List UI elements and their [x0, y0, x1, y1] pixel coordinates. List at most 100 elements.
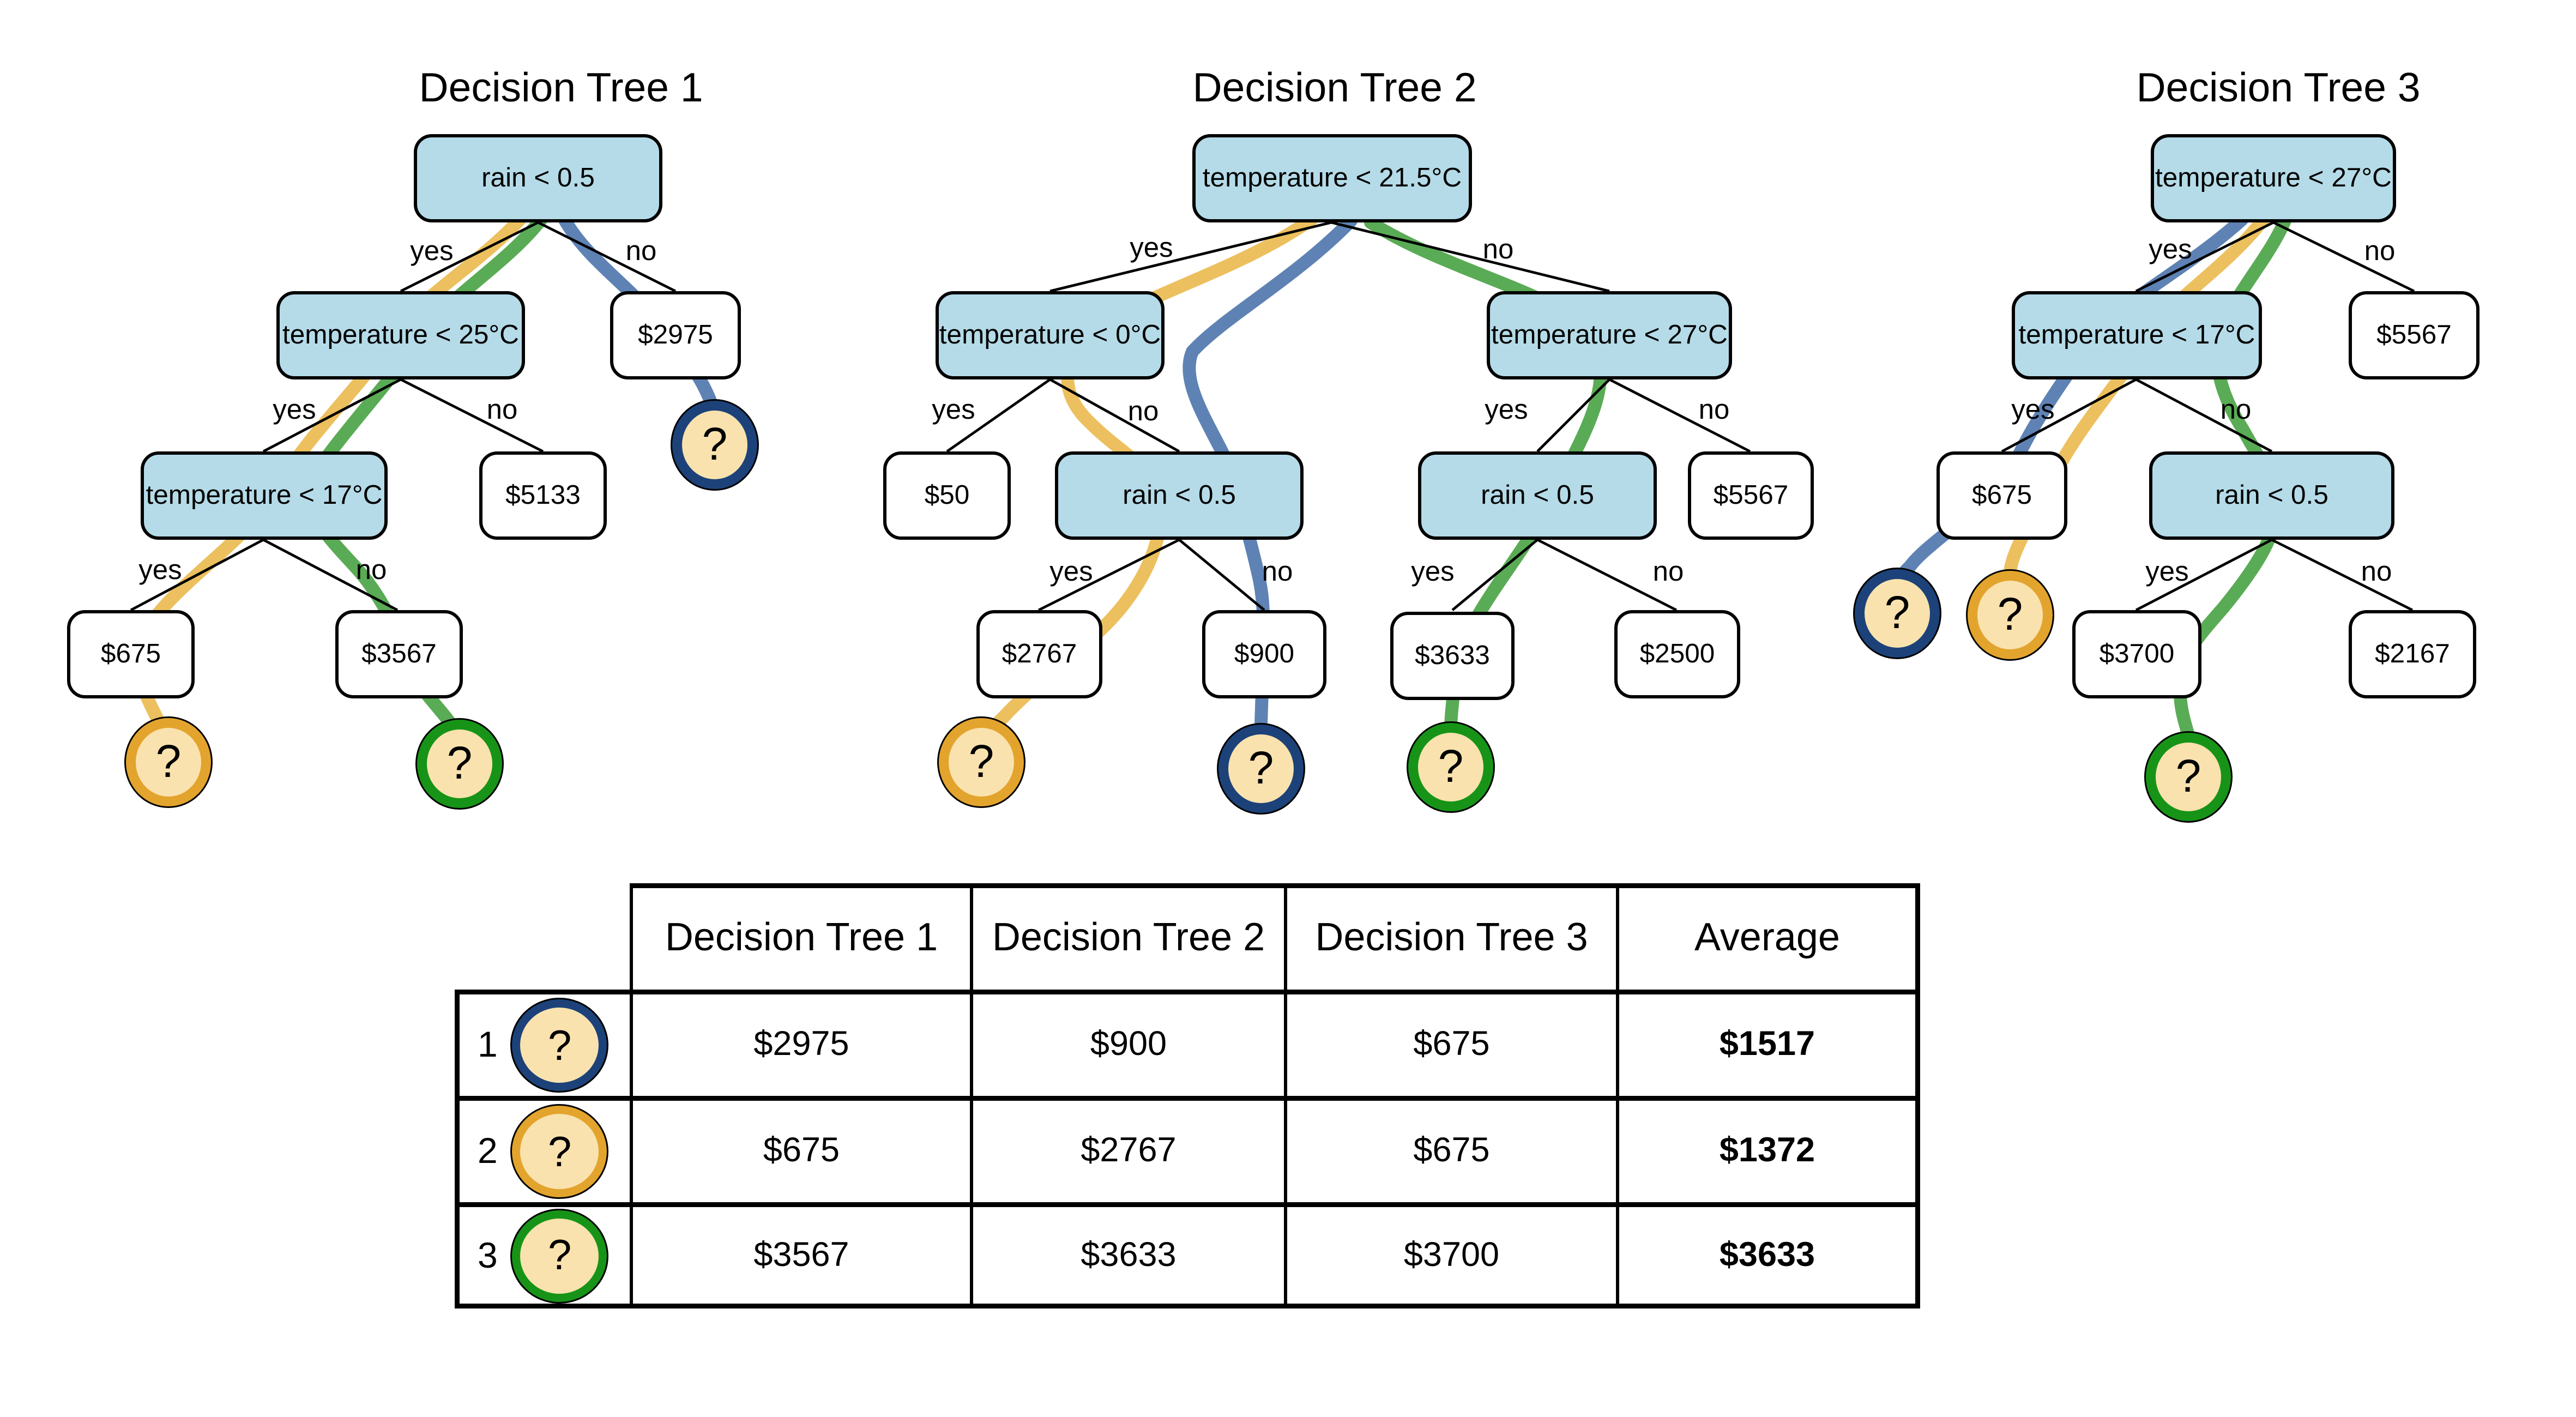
edge-line [130, 538, 264, 612]
tree1-edge-label-no: no [625, 236, 657, 267]
row-index: 2 [478, 1130, 498, 1171]
tree1-node-rain: rain < 0.5 [414, 134, 662, 222]
table-header-tree1: Decision Tree 1 [630, 883, 970, 990]
tree2-leaf-50: $50 [883, 451, 1011, 540]
edge-line [262, 378, 402, 453]
edge-line [1178, 539, 1265, 611]
tree2-edge-label-no: no [1698, 394, 1730, 425]
tree3-sample3-circle: ? [2146, 733, 2231, 821]
edge-line [946, 378, 1051, 453]
tree3-leaf-3700: $3700 [2072, 610, 2201, 698]
cell-r3-tree2: $3633 [970, 1202, 1284, 1309]
tree1-node-temp17: temperature < 17°C [141, 451, 388, 540]
edge-line [1037, 538, 1180, 612]
edge-line [400, 221, 539, 293]
tree3-sample1-circle: ? [1855, 569, 1940, 658]
tree2-edge-label-yes: yes [1130, 232, 1173, 263]
tree2-title: Decision Tree 2 [1192, 65, 1477, 111]
tree1-title: Decision Tree 1 [419, 65, 703, 111]
cell-r3-average: $3633 [1616, 1202, 1920, 1309]
tree2-leaf-5567: $5567 [1688, 451, 1814, 540]
tree3-edge-label-yes: yes [2011, 394, 2055, 425]
tree1-leaf-675: $675 [67, 610, 195, 698]
tree1-edge-label-yes: yes [138, 554, 182, 586]
tree2-sample1-circle: ? [1218, 725, 1304, 813]
tree1-edge-label-yes: yes [410, 236, 454, 267]
table-corner-blank [455, 883, 630, 990]
edge-line [1608, 378, 1751, 453]
tree2-node-rain-left: rain < 0.5 [1055, 451, 1304, 540]
tree2-node-temp215: temperature < 21.5°C [1192, 134, 1472, 222]
table-rowhead-1: 1 ? [455, 990, 630, 1096]
cell-r1-tree1: $2975 [630, 990, 970, 1096]
cell-r2-tree2: $2767 [970, 1096, 1284, 1202]
tree3-node-temp17: temperature < 17°C [2012, 291, 2262, 379]
row1-sample1-marker: ? [512, 999, 607, 1091]
tree1-sample3-circle: ? [417, 720, 502, 808]
tree2-edge-label-no: no [1262, 556, 1293, 587]
edge-line [2135, 221, 2275, 293]
edge-line [2272, 221, 2415, 293]
row3-sample3-marker: ? [512, 1209, 607, 1301]
tree3-node-rain: rain < 0.5 [2149, 451, 2394, 540]
tree1-leaf-2975: $2975 [610, 291, 741, 379]
table-header-tree2: Decision Tree 2 [970, 883, 1284, 990]
edge-line [2135, 538, 2273, 612]
tree2-leaf-2767: $2767 [976, 610, 1102, 698]
tree3-edge-label-no: no [2364, 236, 2396, 267]
tree1-edge-label-no: no [355, 554, 387, 586]
tree2-edge-label-no: no [1127, 396, 1159, 427]
tree2-node-temp0: temperature < 0°C [936, 291, 1165, 379]
cell-r2-tree3: $675 [1284, 1096, 1616, 1202]
tree3-leaf-2167: $2167 [2349, 610, 2476, 698]
edge-line [1536, 378, 1610, 453]
cell-r2-tree1: $675 [630, 1096, 970, 1202]
cell-r1-average: $1517 [1616, 990, 1920, 1096]
tree3-edge-label-no: no [2220, 394, 2252, 425]
edge-line [1049, 378, 1180, 453]
tree1-node-temp25: temperature < 25°C [276, 291, 525, 379]
tree2-leaf-3633: $3633 [1390, 612, 1515, 700]
edge-line [1536, 538, 1678, 612]
tree2-edge-label-yes: yes [1485, 394, 1528, 425]
tree2-edge-label-yes: yes [932, 394, 975, 425]
table-rowhead-2: 2 ? [455, 1096, 630, 1202]
cell-r2-average: $1372 [1616, 1096, 1920, 1202]
tree3-sample2-circle: ? [1968, 571, 2053, 659]
edge-line [1049, 221, 1332, 293]
row2-sample2-marker: ? [512, 1106, 607, 1197]
tree2-node-rain-right: rain < 0.5 [1418, 451, 1657, 540]
edge-line [400, 378, 544, 453]
edge-line [2271, 538, 2414, 612]
edge-line [2135, 378, 2273, 453]
tree3-sample1-path-blue [1891, 213, 2249, 589]
tree2-leaf-900: $900 [1202, 610, 1326, 698]
table-rowhead-3: 3 ? [455, 1202, 630, 1309]
tree3-edge-label-yes: yes [2145, 556, 2189, 587]
tree1-edge-label-yes: yes [273, 394, 316, 425]
edge-line [1451, 539, 1539, 611]
edge-line [262, 538, 399, 612]
row-index: 1 [478, 1024, 498, 1065]
edge-line [537, 221, 677, 293]
tree2-sample3-circle: ? [1408, 723, 1493, 811]
tree1-sample2-circle: ? [126, 718, 211, 806]
tree2-edge-label-no: no [1482, 234, 1514, 265]
tree3-leaf-675: $675 [1936, 451, 2067, 540]
table-header-tree3: Decision Tree 3 [1284, 883, 1616, 990]
edge-line [2001, 378, 2137, 453]
cell-r1-tree2: $900 [970, 990, 1284, 1096]
cell-r1-tree3: $675 [1284, 990, 1616, 1096]
tree3-edge-label-no: no [2361, 556, 2392, 587]
results-table: Decision Tree 1 Decision Tree 2 Decision… [455, 883, 1920, 1309]
tree1-edge-label-no: no [486, 394, 518, 425]
cell-r3-tree3: $3700 [1284, 1202, 1616, 1309]
tree2-edge-label-no: no [1652, 556, 1684, 587]
tree3-leaf-5567: $5567 [2349, 291, 2480, 379]
tree1-leaf-3567: $3567 [335, 610, 463, 698]
edge-line [1331, 221, 1610, 293]
tree3-node-temp27: temperature < 27°C [2151, 134, 2396, 222]
table-header-average: Average [1616, 883, 1920, 990]
tree2-node-temp27: temperature < 27°C [1487, 291, 1732, 379]
